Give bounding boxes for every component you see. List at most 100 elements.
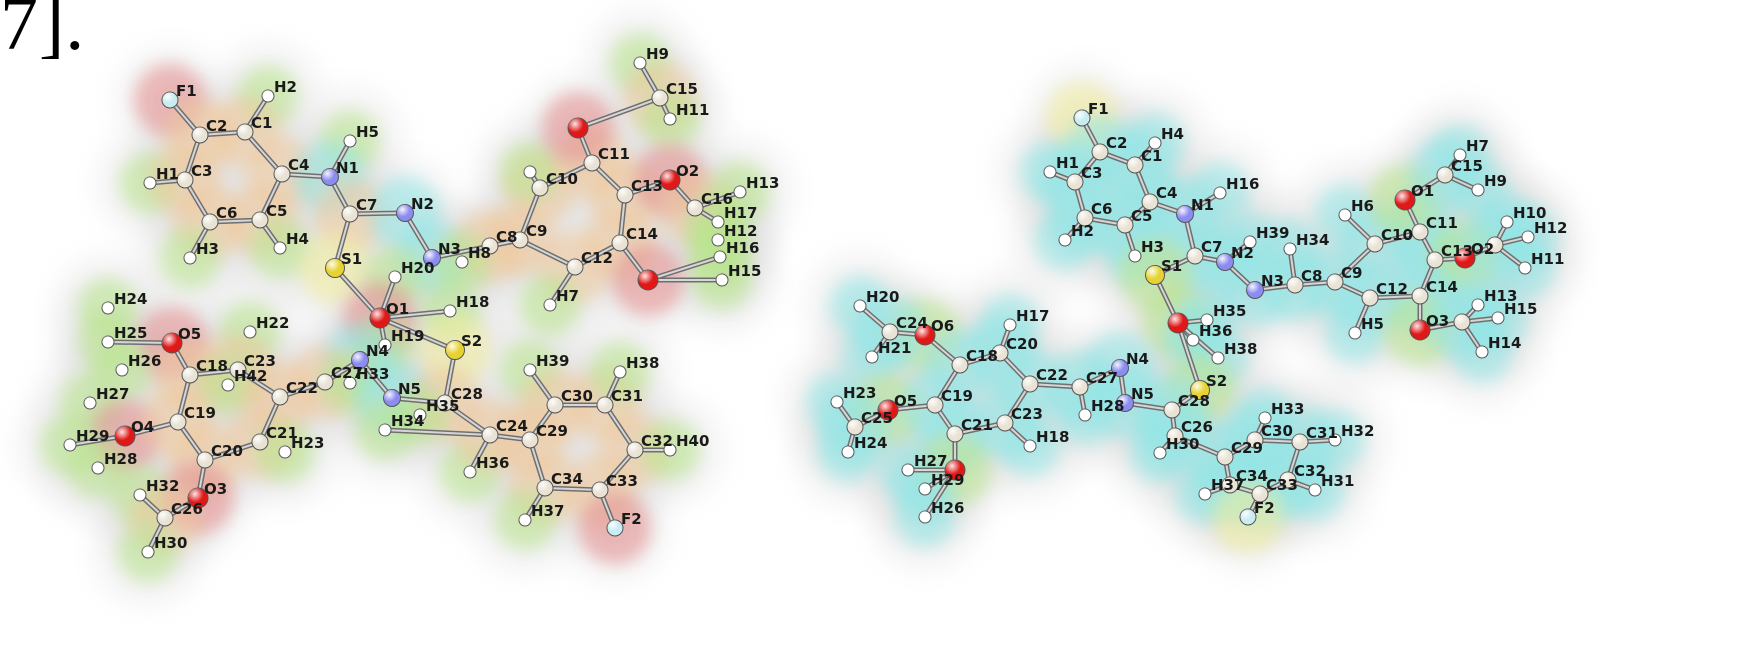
bond-highlight [431, 245, 491, 259]
atom-shine [847, 419, 863, 435]
atom-shine [627, 442, 643, 458]
atom-label: H27 [914, 452, 947, 470]
atom-layer [63, 56, 1535, 559]
atom-shine [162, 92, 178, 108]
atom-shine [456, 256, 468, 268]
atom-shine [716, 274, 728, 286]
atom-shine [1044, 166, 1056, 178]
atom-label: C10 [1381, 226, 1413, 244]
atom-label: C26 [171, 500, 203, 518]
atom-label: C30 [561, 387, 593, 405]
atom-label: C21 [266, 424, 298, 442]
atom-shine [317, 374, 333, 390]
atom-label: H11 [676, 101, 709, 119]
atom-label: H42 [234, 367, 267, 385]
atom-shine [279, 446, 291, 458]
atom-shine [389, 271, 401, 283]
atom-shine [1280, 472, 1296, 488]
atom-label: H23 [843, 384, 876, 402]
atom-shine [1252, 486, 1268, 502]
atom-shine [915, 325, 935, 345]
atom-shine [712, 216, 724, 228]
atom-shine [568, 118, 588, 138]
atom-shine [1222, 477, 1238, 493]
atom-shine [902, 464, 914, 476]
bond-highlight [1177, 322, 1201, 391]
atom-shine [947, 426, 963, 442]
atom-label: H4 [286, 230, 309, 248]
atom-shine [1522, 231, 1534, 243]
atom-label: O1 [1411, 182, 1434, 200]
atom-shine [1111, 359, 1129, 377]
bond-highlight [647, 256, 721, 281]
atom-label: N4 [1126, 350, 1149, 368]
atom-shine [512, 232, 528, 248]
atom-label: C5 [266, 202, 287, 220]
atom-label: H22 [256, 314, 289, 332]
atom-shine [544, 299, 556, 311]
atom-label: S2 [461, 332, 482, 350]
atom-shine [1455, 248, 1475, 268]
atom-shine [482, 238, 498, 254]
atom-shine [652, 90, 668, 106]
atom-shine [612, 235, 628, 251]
atom-shine [1187, 248, 1203, 264]
atom-shine [184, 252, 196, 264]
atom-shine [1437, 167, 1453, 183]
atom-label: C28 [451, 385, 483, 403]
bond-highlight [1174, 435, 1226, 458]
atom-shine [1339, 209, 1351, 221]
atom-label: H38 [626, 354, 659, 372]
atom-label: H2 [1071, 222, 1094, 240]
atom-shine [464, 466, 476, 478]
atom-label: C6 [216, 204, 237, 222]
atom-label: N5 [1131, 385, 1154, 403]
atom-shine [524, 166, 536, 178]
bond-highlight [204, 441, 261, 461]
atom-label: H10 [1513, 204, 1546, 222]
atom-shine [519, 514, 531, 526]
atom-label: C16 [701, 190, 733, 208]
atom-shine [1167, 428, 1183, 444]
atom-shine [1187, 334, 1199, 346]
atom-label: H5 [356, 123, 379, 141]
atom-shine [634, 57, 646, 69]
atom-shine [919, 511, 931, 523]
atom-shine [444, 305, 456, 317]
bond-highlight [599, 449, 636, 491]
atom-label: C9 [526, 222, 547, 240]
atom-shine [1349, 327, 1361, 339]
atom-label: H7 [556, 287, 579, 305]
atom-label: C12 [1376, 280, 1408, 298]
bond-highlight [544, 487, 601, 491]
atom-shine [1247, 432, 1263, 448]
atom-shine [437, 395, 453, 411]
atom-label: H30 [154, 534, 187, 552]
atom-label: H13 [746, 174, 779, 192]
atom-shine [1487, 237, 1503, 253]
atom-label: O5 [178, 325, 201, 343]
atom-label: H34 [1296, 231, 1329, 249]
atom-label: H3 [196, 240, 219, 258]
atom-shine [524, 364, 536, 376]
atom-label: O5 [894, 392, 917, 410]
atom-shine [64, 439, 76, 451]
atom-label: F2 [621, 510, 642, 528]
bond-highlight [577, 97, 661, 129]
atom-label: C8 [496, 228, 517, 246]
atom-shine [144, 177, 156, 189]
atom-shine [344, 377, 356, 389]
bond-highlight [444, 402, 491, 436]
atom-label: H25 [114, 324, 147, 342]
atom-label: H39 [1256, 224, 1289, 242]
atom-shine [1362, 290, 1378, 306]
atom-shine [664, 444, 676, 456]
atom-label: H19 [391, 327, 424, 345]
atom-label: C24 [496, 417, 528, 435]
atom-label: C22 [286, 379, 318, 397]
atom-label: H32 [1341, 422, 1374, 440]
atom-shine [252, 212, 268, 228]
atom-shine [230, 362, 246, 378]
atom-label: C13 [631, 177, 663, 195]
